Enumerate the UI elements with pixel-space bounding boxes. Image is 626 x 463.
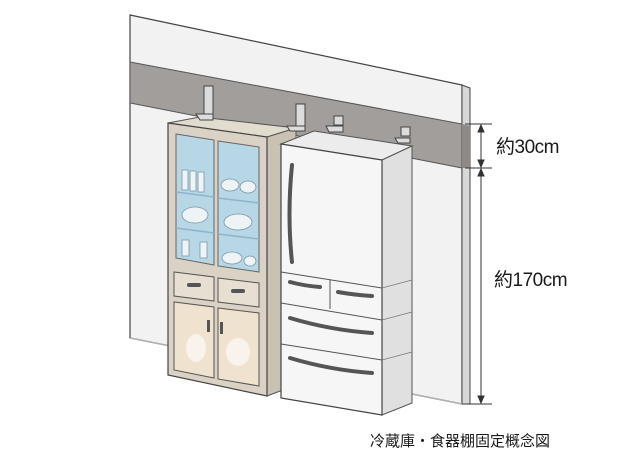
dimension-lines — [465, 123, 492, 405]
refrigerator-brackets — [325, 115, 411, 144]
diagram-caption: 冷蔵庫・食器棚固定概念図 — [370, 432, 551, 450]
fridge-door-handle — [287, 163, 294, 264]
lower-height-label: 約170cm — [494, 270, 568, 291]
cupboard-brackets — [195, 85, 306, 132]
glass-door-right — [217, 140, 260, 273]
upper-gap-label: 約30cm — [496, 137, 559, 158]
cupboard — [167, 116, 297, 397]
dishes — [181, 169, 257, 267]
refrigerator — [279, 130, 414, 416]
